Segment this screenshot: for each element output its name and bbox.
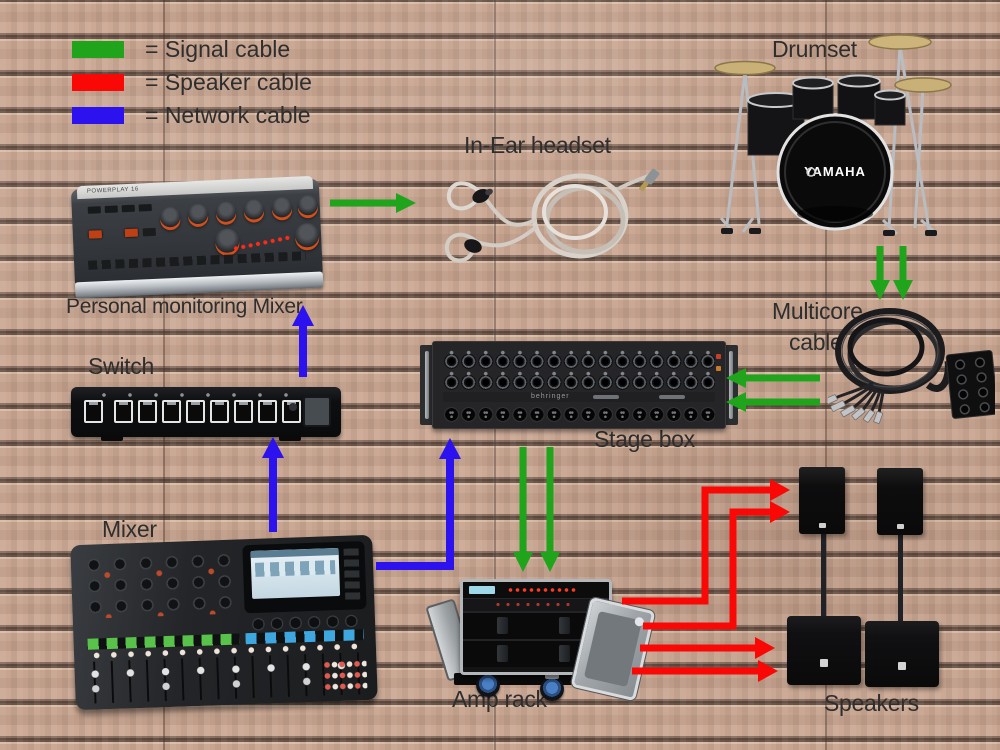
- stagebox-brand-text: behringer: [531, 393, 570, 400]
- speakers-label: Speakers: [824, 690, 919, 716]
- speaker-cable-swatch: [72, 73, 124, 91]
- rj45-port: [84, 400, 103, 423]
- mixer-scene-buttons: [322, 658, 368, 694]
- rj45-port: [138, 400, 157, 423]
- rj45-port: [162, 400, 181, 423]
- rj45-port: [258, 400, 277, 423]
- switch-foot: [101, 435, 123, 441]
- pmm-red-button: [124, 228, 138, 238]
- pmm-red-button: [88, 230, 103, 239]
- multicore-stagebox-end: [945, 349, 995, 419]
- personal-monitoring-mixer-label: Personal monitoring Mixer: [66, 295, 303, 318]
- arrow-speaker-amp-to-sub-2: [632, 660, 778, 682]
- mixer-lcd-screen: [250, 547, 341, 600]
- legend-label: = Network cable: [145, 101, 311, 128]
- switch-foot: [279, 435, 301, 441]
- multicore-cable-label-line1: Multicore: [772, 298, 863, 324]
- rack-ear-left: [420, 345, 434, 425]
- arrow-network-mixer-to-stagebox: [376, 438, 461, 570]
- amp-rack-label: Amp rack: [452, 686, 547, 712]
- arrow-speaker-amp-to-top-speaker-2: [643, 501, 790, 630]
- caster-wheel: [476, 666, 500, 697]
- top-speaker-left: [799, 467, 845, 534]
- status-led: [716, 354, 721, 359]
- switch-ports: [84, 400, 301, 423]
- caster-wheel: [540, 670, 564, 701]
- rj45-port: [210, 400, 229, 423]
- handle-slot: [593, 395, 619, 399]
- multicore-cable-label-line2: cable: [789, 329, 843, 355]
- legend-item-signal: = Signal cable: [72, 36, 290, 62]
- arrow-signal-drums-to-multicore-2: [893, 246, 913, 300]
- arrow-signal-multicore-to-stagebox-1: [726, 368, 820, 388]
- in-ear-headset-image: [444, 168, 660, 263]
- subwoofer-left: [787, 616, 861, 685]
- top-speaker-right: [877, 468, 923, 535]
- arrow-network-mixer-to-switch: [262, 437, 284, 532]
- rj45-port: [234, 400, 253, 423]
- mixer-screen-module: [242, 541, 367, 614]
- arrow-signal-stagebox-to-amp-1: [513, 447, 533, 572]
- audio-plug: [638, 168, 660, 192]
- switch-label: Switch: [88, 353, 154, 379]
- personal-monitoring-mixer-image: POWERPLAY 16: [70, 173, 324, 299]
- mixer-label: Mixer: [102, 516, 157, 542]
- network-cable-swatch: [72, 106, 124, 124]
- signal-cable-swatch: [72, 40, 124, 58]
- ride-cymbal: [894, 77, 952, 93]
- multicore-cable-image: [828, 308, 995, 424]
- bass-drum: YAMAHA: [776, 113, 894, 231]
- stage-box-panel: behringer: [432, 341, 726, 429]
- legend-label: = Signal cable: [145, 35, 291, 62]
- hihat-cymbal: [714, 60, 776, 76]
- switch-button: [303, 396, 331, 427]
- switch-leds: [91, 392, 299, 398]
- crash-cymbal: [868, 34, 932, 50]
- drumset-image: YAMAHA: [714, 34, 952, 236]
- mixer-knob-section: [80, 549, 243, 619]
- stage-box-image: behringer: [420, 341, 738, 429]
- xlr-output-row: [443, 405, 715, 424]
- subwoofer-right: [865, 621, 939, 687]
- earphone-cable: [444, 172, 655, 263]
- arrow-speaker-amp-to-sub-1: [640, 637, 775, 659]
- speaker-pole-left: [821, 532, 826, 620]
- pmm-mute-button: [142, 227, 156, 237]
- arrow-signal-stagebox-to-amp-2: [540, 447, 560, 572]
- rj45-port: [186, 400, 205, 423]
- switch-led-indicator: [289, 403, 297, 411]
- xlr-input-row-1: [443, 350, 715, 369]
- legend-label: = Speaker cable: [145, 68, 312, 95]
- earbuds: [464, 188, 493, 253]
- amp-rack-image: [425, 573, 657, 703]
- legend-item-speaker: = Speaker cable: [72, 69, 312, 95]
- rack-unit: [463, 598, 609, 611]
- arrow-signal-multicore-to-stagebox-2: [726, 392, 820, 412]
- cable-coil: [835, 308, 952, 394]
- network-switch-image: [71, 387, 341, 441]
- drum-brand-text: YAMAHA: [804, 164, 866, 179]
- xlr-connectors: [828, 394, 883, 424]
- stand-feet: [721, 228, 937, 236]
- mixer-screen-buttons: [343, 548, 361, 603]
- rack-processor-unit: [463, 582, 609, 598]
- xlr-input-row-2: [443, 371, 715, 390]
- drumset-label: Drumset: [772, 36, 857, 62]
- status-led: [716, 366, 721, 371]
- arrow-signal-drums-to-multicore-1: [870, 246, 890, 300]
- legend-item-network: = Network cable: [72, 102, 311, 128]
- arrow-signal-monitor-to-inear: [330, 193, 416, 213]
- handle-slot: [659, 395, 685, 399]
- stage-box-label: Stage box: [594, 426, 695, 452]
- mixer-image: [70, 534, 378, 711]
- in-ear-headset-label: In-Ear headset: [464, 132, 611, 158]
- rack-toms: [792, 74, 906, 126]
- stage-box-brand-strip: behringer: [443, 392, 715, 402]
- speaker-pole-right: [898, 534, 903, 624]
- rack-ear-right: [724, 345, 738, 425]
- rj45-port: [114, 400, 133, 423]
